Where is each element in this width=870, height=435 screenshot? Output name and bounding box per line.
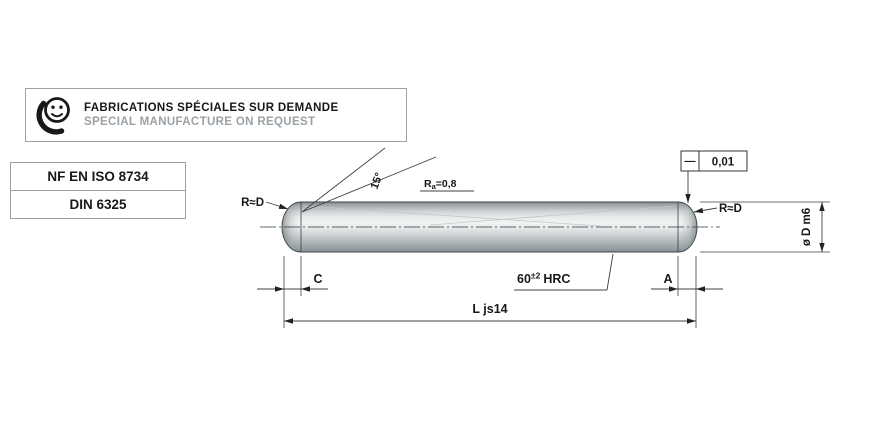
banner-title-fr: FABRICATIONS SPÉCIALES SUR DEMANDE [84,102,339,114]
roughness-annotation: Ra=0,8 [420,178,474,192]
standards-box: NF EN ISO 8734 DIN 6325 [10,162,186,219]
straightness-symbol: — [685,156,696,168]
banner-text: FABRICATIONS SPÉCIALES SUR DEMANDE SPECI… [84,102,338,128]
chamfer-right-label: A [663,272,672,286]
hardness-leader [606,253,614,291]
tolerance-frame-box [680,150,748,172]
standard-din: DIN 6325 [10,190,186,219]
special-manufacture-banner: FABRICATIONS SPÉCIALES SUR DEMANDE SPECI… [25,88,407,142]
diameter-label: ø D m6 [801,208,813,246]
face-shading-line-right [429,205,676,226]
angle-line-upper [301,147,386,213]
bottom-extension-lines [283,256,697,328]
radius-right-label: R≈D [719,203,742,215]
radius-right-leader [693,207,718,214]
face-shading-line-left [303,205,601,227]
radius-annotation-left: R≈D [241,197,289,210]
tolerance-frame: — 0,01 [680,150,748,203]
chamfer-left-dimension: C [257,272,328,292]
pin-body [260,201,720,253]
end-angle-annotation: 15° [301,147,437,213]
diameter-dimension: ø D m6 [700,201,830,253]
length-dimension: L js14 [284,302,696,324]
angle-line-lower [301,156,437,213]
radius-left-label: R≈D [241,197,264,209]
radius-annotation-right: R≈D [693,203,742,215]
end-angle-label: 15° [369,171,386,191]
phone-smile-icon [36,97,70,135]
length-label: L js14 [472,302,507,316]
roughness-label: Ra=0,8 [424,178,457,191]
banner-title-en: SPECIAL MANUFACTURE ON REQUEST [84,116,316,128]
chamfer-left-label: C [313,272,322,286]
radius-left-leader [265,201,289,210]
straightness-value: 0,01 [712,157,735,169]
chamfer-right-dimension: A [651,272,723,292]
